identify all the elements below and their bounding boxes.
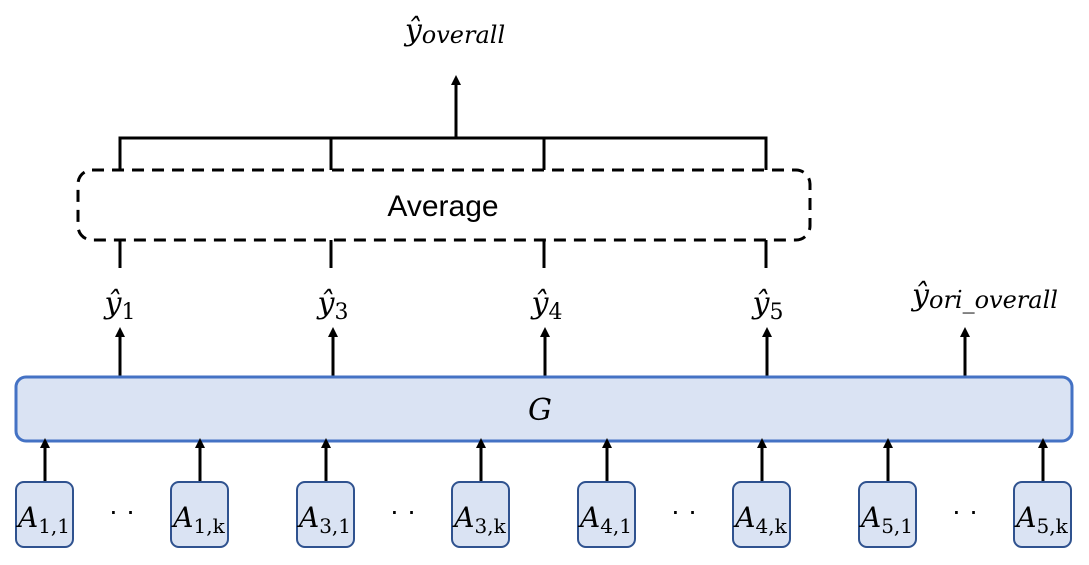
- input-label-a31: A3,1: [296, 501, 351, 538]
- input-label-a51: A5,1: [858, 501, 913, 538]
- input-box-a51: A5,1: [858, 481, 917, 548]
- input-box-a41: A4,1: [577, 481, 636, 548]
- input-box-a11: A1,1: [15, 481, 74, 548]
- average-label: Average: [387, 190, 498, 223]
- input-label-a41: A4,1: [577, 501, 632, 538]
- output-label-y4: ŷ4: [530, 286, 563, 325]
- input-box-a1k: A1,k: [170, 481, 229, 548]
- output-label-y1: ŷ1: [103, 286, 136, 325]
- input-label-a4k: A4,k: [732, 501, 787, 538]
- input-label-a3k: A3,k: [451, 501, 506, 538]
- overall-output-label: ŷoverall: [403, 13, 505, 49]
- output-label-y3: ŷ3: [316, 286, 349, 325]
- input-arrows: [40, 438, 1048, 482]
- average-top-bracket: [118, 136, 768, 170]
- input-box-a4k: A4,k: [732, 481, 791, 548]
- input-box-a3k: A3,k: [451, 481, 510, 548]
- ellipsis-1: · ·: [109, 495, 135, 526]
- input-label-a1k: A1,k: [170, 501, 225, 538]
- average-bottom-connectors: [118, 240, 768, 268]
- output-label-y5: ŷ5: [751, 286, 784, 325]
- output-arrows: [115, 327, 970, 376]
- model-box: [14, 375, 1074, 443]
- average-box: [76, 168, 812, 242]
- ellipsis-5: · ·: [952, 495, 978, 526]
- input-box-a31: A3,1: [296, 481, 355, 548]
- input-box-a5k: A5,k: [1013, 481, 1072, 548]
- input-label-a5k: A5,k: [1013, 501, 1068, 538]
- model-label: G: [528, 393, 552, 428]
- ellipsis-4: · ·: [671, 495, 697, 526]
- ellipsis-3: · ·: [390, 495, 416, 526]
- input-label-a11: A1,1: [15, 501, 70, 538]
- output-label-ori-overall: ŷori_overall: [910, 278, 1058, 314]
